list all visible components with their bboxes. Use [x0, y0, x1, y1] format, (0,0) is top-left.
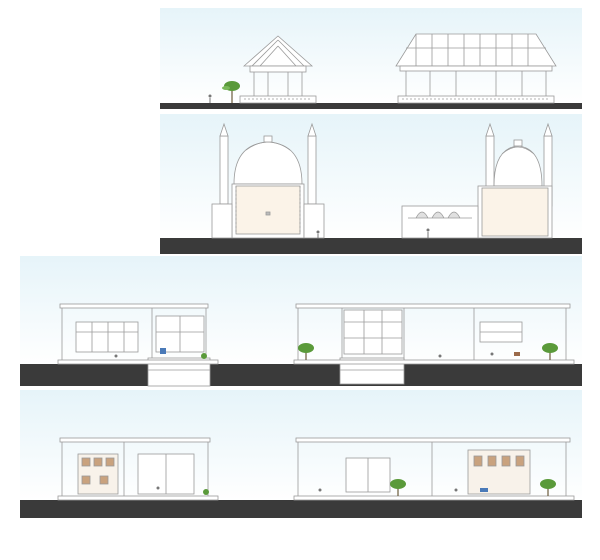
right-gallery-building: [293, 437, 575, 501]
blue-figure: [160, 348, 166, 354]
ground-strip: [20, 364, 582, 386]
left-gallery-building: [57, 437, 219, 501]
section-panel-multi-level: [20, 256, 582, 388]
right-multilevel-building: [293, 303, 575, 385]
palm-tree-left: [298, 343, 314, 360]
palm-tree-right: [542, 343, 558, 360]
left-domed-building: [211, 122, 325, 239]
ground-strip: [160, 238, 582, 254]
palm-tree-right: [540, 479, 556, 496]
single-level-section-drawing: [20, 390, 582, 518]
left-multilevel-building: [57, 303, 219, 387]
person-figure: [208, 94, 212, 98]
small-shrub: [201, 353, 207, 359]
section-panel-domes: [160, 114, 582, 256]
ground-strip: [20, 500, 582, 518]
section-panel-pavilions: [160, 8, 582, 114]
right-domed-building: [401, 122, 553, 239]
pavilion-elevation-drawing: [160, 8, 582, 109]
dome-section-drawing: [160, 114, 582, 254]
multi-level-section-drawing: [20, 256, 582, 387]
small-pavilion: [239, 35, 317, 104]
long-pavilion: [395, 33, 557, 104]
section-panel-single-level: [20, 390, 582, 520]
palm-tree: [222, 81, 240, 103]
palm-tree-left: [390, 479, 406, 496]
ground-strip: [160, 103, 582, 109]
small-shrub: [203, 489, 209, 495]
